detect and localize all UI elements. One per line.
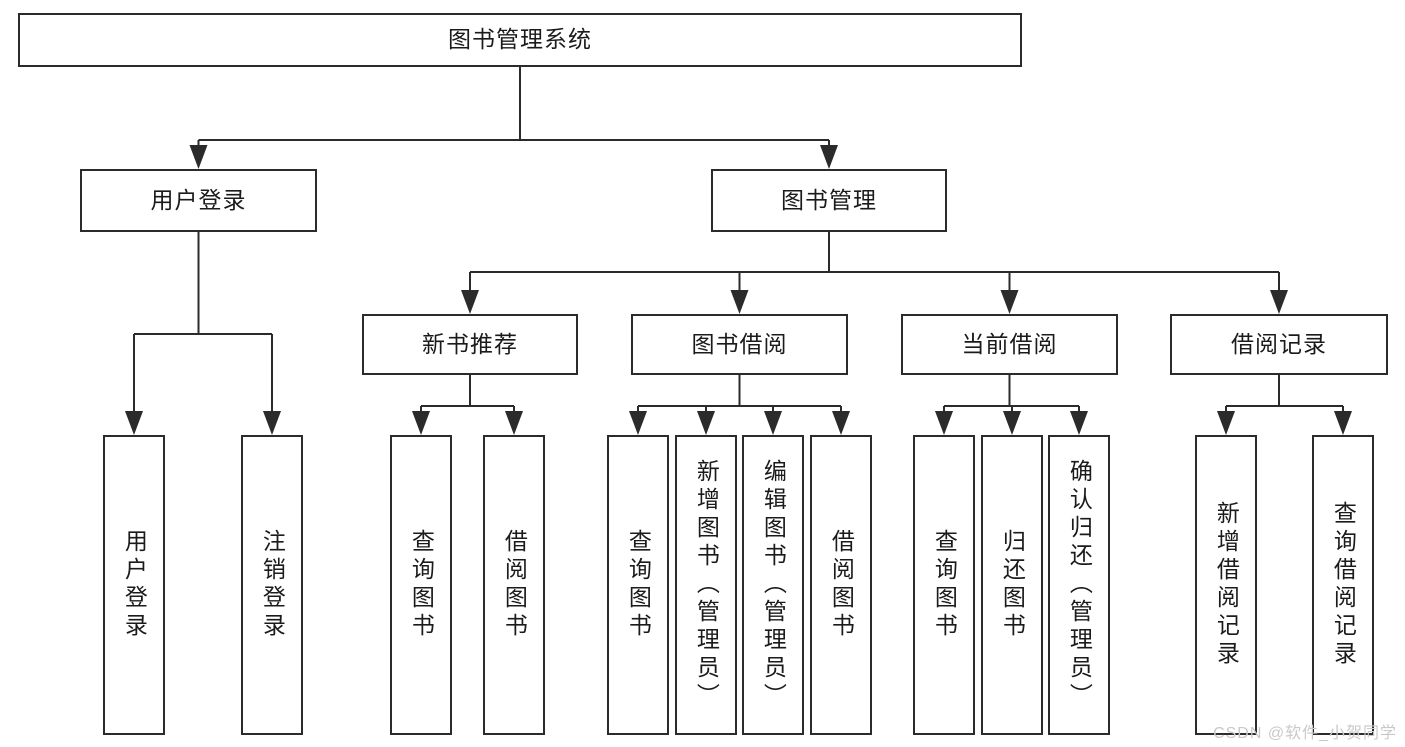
- node-label: 新书推荐: [422, 330, 518, 357]
- node-label: 查询图书: [625, 529, 652, 641]
- node-leaf-query-book-2[interactable]: 查询图书: [607, 435, 669, 735]
- node-label: 查询图书: [931, 529, 958, 641]
- arrowhead-leaf-edit-book: [764, 411, 782, 435]
- arrowhead-leaf-user-logout: [263, 411, 281, 435]
- arrowhead-leaf-user-login: [125, 411, 143, 435]
- node-leaf-borrow-book-2[interactable]: 借阅图书: [810, 435, 872, 735]
- node-leaf-return-book[interactable]: 归还图书: [981, 435, 1043, 735]
- node-label: 用户登录: [150, 186, 247, 213]
- node-leaf-user-logout[interactable]: 注销登录: [241, 435, 303, 735]
- arrowhead-leaf-add-record: [1217, 411, 1235, 435]
- node-label: 查询图书: [408, 529, 435, 641]
- arrowhead-leaf-return-book: [1003, 411, 1021, 435]
- arrowhead-leaf-query-record: [1334, 411, 1352, 435]
- node-leaf-query-record[interactable]: 查询借阅记录: [1312, 435, 1374, 735]
- node-book-manage[interactable]: 图书管理: [711, 169, 947, 232]
- node-label: 借阅图书: [828, 529, 855, 641]
- node-borrow-record[interactable]: 借阅记录: [1170, 314, 1388, 375]
- node-label: 借阅记录: [1231, 330, 1327, 357]
- arrowhead-user-login: [189, 145, 208, 169]
- arrowhead-book-borrow: [730, 290, 749, 314]
- node-label: 注销登录: [259, 529, 286, 641]
- arrowhead-leaf-borrow-book-1: [505, 411, 523, 435]
- arrowhead-leaf-borrow-book-2: [832, 411, 850, 435]
- node-root[interactable]: 图书管理系统: [18, 13, 1022, 67]
- arrowhead-leaf-query-book-2: [629, 411, 647, 435]
- node-current-borrow[interactable]: 当前借阅: [901, 314, 1118, 375]
- node-leaf-edit-book[interactable]: 编辑图书（管理员）: [742, 435, 804, 735]
- node-label: 查询借阅记录: [1330, 501, 1357, 669]
- node-label: 图书管理: [781, 186, 877, 213]
- node-book-borrow[interactable]: 图书借阅: [631, 314, 848, 375]
- node-label: 当前借阅: [961, 330, 1058, 357]
- node-leaf-add-record[interactable]: 新增借阅记录: [1195, 435, 1257, 735]
- node-label: 借阅图书: [501, 529, 528, 641]
- node-leaf-borrow-book-1[interactable]: 借阅图书: [483, 435, 545, 735]
- node-label: 编辑图书（管理员）: [760, 459, 787, 711]
- arrowhead-leaf-confirm-return: [1070, 411, 1088, 435]
- node-user-login[interactable]: 用户登录: [80, 169, 317, 232]
- node-label: 确认归还（管理员）: [1066, 459, 1093, 711]
- arrowhead-leaf-query-book-1: [412, 411, 430, 435]
- node-label: 用户登录: [121, 529, 148, 641]
- node-leaf-add-book[interactable]: 新增图书（管理员）: [675, 435, 737, 735]
- arrowhead-leaf-add-book: [697, 411, 715, 435]
- node-label: 归还图书: [999, 529, 1026, 641]
- node-label: 新增图书（管理员）: [693, 459, 720, 711]
- node-leaf-user-login[interactable]: 用户登录: [103, 435, 165, 735]
- arrowhead-new-book-rec: [461, 290, 479, 314]
- node-label: 新增借阅记录: [1213, 501, 1240, 669]
- node-leaf-confirm-return[interactable]: 确认归还（管理员）: [1048, 435, 1110, 735]
- arrowhead-leaf-query-book-3: [935, 411, 953, 435]
- node-new-book-rec[interactable]: 新书推荐: [362, 314, 578, 375]
- arrowhead-current-borrow: [1000, 290, 1019, 314]
- arrowhead-book-manage: [820, 145, 838, 169]
- arrowhead-borrow-record: [1270, 290, 1288, 314]
- node-leaf-query-book-1[interactable]: 查询图书: [390, 435, 452, 735]
- node-label: 图书管理系统: [448, 26, 592, 53]
- node-label: 图书借阅: [691, 330, 788, 357]
- watermark-label: CSDN @软件_小贺同学: [1213, 725, 1397, 742]
- node-leaf-query-book-3[interactable]: 查询图书: [913, 435, 975, 735]
